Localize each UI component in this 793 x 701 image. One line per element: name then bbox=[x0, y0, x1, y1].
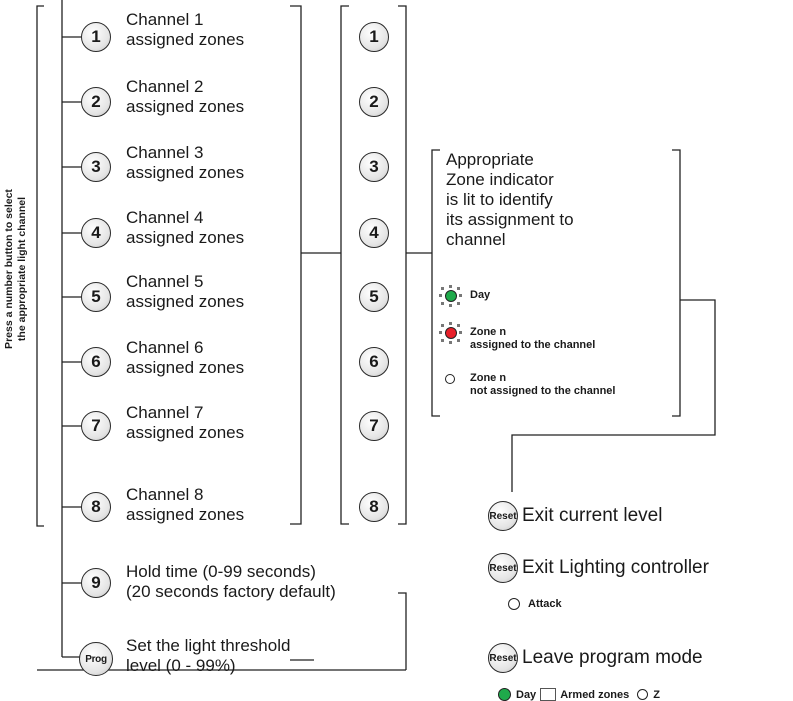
info-line-4: its assignment to bbox=[446, 210, 574, 229]
reset-button-3[interactable]: Reset bbox=[488, 643, 518, 673]
channel-6-label: Channel 6 assigned zones bbox=[126, 338, 244, 378]
instruction-line-1: Press a number button to select bbox=[3, 189, 15, 349]
reset-exit-level: Reset Exit current level bbox=[488, 501, 662, 531]
number-column-left-bracket bbox=[340, 5, 349, 525]
zone-4-button[interactable]: 4 bbox=[359, 218, 389, 248]
channel-4-subtitle: assigned zones bbox=[126, 228, 245, 247]
instruction-line-2: the appropriate light channel bbox=[16, 196, 28, 342]
info-left-bracket bbox=[431, 149, 440, 417]
reset-leave-program: Reset Leave program mode bbox=[488, 643, 703, 673]
zone-3-button[interactable]: 3 bbox=[359, 152, 389, 182]
channel-6-title: Channel 6 bbox=[126, 338, 204, 357]
channel-3-button[interactable]: 3 bbox=[81, 152, 111, 182]
legend-assigned-desc: assigned to the channel bbox=[470, 339, 596, 351]
threshold-label: Set the light threshold level (0 - 99%) bbox=[126, 636, 290, 676]
hold-time-label: Hold time (0-99 seconds) (20 seconds fac… bbox=[126, 562, 336, 602]
channel-2-title: Channel 2 bbox=[126, 77, 204, 96]
zone-indicator-info: Appropriate Zone indicator is lit to ide… bbox=[446, 150, 574, 250]
exit-lighting-controller-label: Exit Lighting controller bbox=[522, 557, 709, 578]
zone-2-button[interactable]: 2 bbox=[359, 87, 389, 117]
channel-3-label: Channel 3 assigned zones bbox=[126, 143, 244, 183]
channel-7-title: Channel 7 bbox=[126, 403, 204, 422]
bottom-day-label: Day bbox=[516, 688, 537, 701]
info-to-reset-line bbox=[511, 299, 716, 492]
channel-7-label: Channel 7 assigned zones bbox=[126, 403, 244, 443]
legend-zone-assigned: Zone n assigned to the channel bbox=[438, 322, 595, 352]
prog-button[interactable]: Prog bbox=[79, 642, 113, 676]
channel-2-button[interactable]: 2 bbox=[81, 87, 111, 117]
channel-4-title: Channel 4 bbox=[126, 208, 204, 227]
unlit-led-icon bbox=[438, 372, 464, 394]
channel-6-subtitle: assigned zones bbox=[126, 358, 245, 377]
hold-time-subtitle: (20 seconds factory default) bbox=[126, 582, 336, 601]
zone-7-button[interactable]: 7 bbox=[359, 411, 389, 441]
channel-1-button[interactable]: 1 bbox=[81, 22, 111, 52]
hold-time-button[interactable]: 9 bbox=[81, 568, 111, 598]
hold-time-title: Hold time (0-99 seconds) bbox=[126, 562, 316, 581]
info-line-5: channel bbox=[446, 230, 506, 249]
unlit-led-icon bbox=[637, 689, 649, 700]
channel-8-label: Channel 8 assigned zones bbox=[126, 485, 244, 525]
zone-6-button[interactable]: 6 bbox=[359, 347, 389, 377]
channel-7-button[interactable]: 7 bbox=[81, 411, 111, 441]
legend-day: Day bbox=[438, 285, 490, 307]
channel-8-title: Channel 8 bbox=[126, 485, 204, 504]
bottom-status-strip: Day Armed zones Z bbox=[498, 688, 660, 701]
threshold-subtitle: level (0 - 99%) bbox=[126, 656, 236, 675]
speaker-icon bbox=[540, 688, 557, 701]
channel-8-button[interactable]: 8 bbox=[81, 492, 111, 522]
info-right-bracket bbox=[672, 149, 681, 417]
left-bracket bbox=[36, 5, 44, 527]
legend-not-assigned-title: Zone n bbox=[470, 372, 507, 384]
channel-6-button[interactable]: 6 bbox=[81, 347, 111, 377]
reset-button-1[interactable]: Reset bbox=[488, 501, 518, 531]
channel-1-label: Channel 1 assigned zones bbox=[126, 10, 244, 50]
bottom-tail-label: Z bbox=[653, 688, 660, 701]
threshold-title: Set the light threshold bbox=[126, 636, 291, 655]
channel-5-title: Channel 5 bbox=[126, 272, 204, 291]
green-led-icon bbox=[438, 285, 464, 307]
info-line-2: Zone indicator bbox=[446, 170, 554, 189]
channel-5-button[interactable]: 5 bbox=[81, 282, 111, 312]
channel-8-subtitle: assigned zones bbox=[126, 505, 245, 524]
instruction-text: Press a number button to select the appr… bbox=[3, 119, 37, 419]
zone-5-button[interactable]: 5 bbox=[359, 282, 389, 312]
legend-assigned-title: Zone n bbox=[470, 326, 507, 338]
channel-5-label: Channel 5 assigned zones bbox=[126, 272, 244, 312]
channel-3-title: Channel 3 bbox=[126, 143, 204, 162]
channel-2-label: Channel 2 assigned zones bbox=[126, 77, 244, 117]
red-led-icon bbox=[438, 322, 464, 344]
info-line-3: is lit to identify bbox=[446, 190, 553, 209]
bottom-armed-label: Armed zones bbox=[560, 688, 630, 701]
attack-indicator: Attack bbox=[508, 598, 562, 610]
channel-2-subtitle: assigned zones bbox=[126, 97, 245, 116]
channel-4-button[interactable]: 4 bbox=[81, 218, 111, 248]
unlit-led-icon bbox=[508, 598, 520, 610]
channel-7-subtitle: assigned zones bbox=[126, 423, 245, 442]
channel-1-title: Channel 1 bbox=[126, 10, 204, 29]
green-led-icon bbox=[498, 688, 511, 701]
info-line-1: Appropriate bbox=[446, 150, 534, 169]
legend-day-label: Day bbox=[470, 289, 491, 301]
legend-not-assigned-desc: not assigned to the channel bbox=[470, 385, 616, 397]
attack-label: Attack bbox=[528, 598, 562, 610]
number-column-right-bracket bbox=[398, 5, 407, 525]
leave-program-mode-label: Leave program mode bbox=[522, 647, 703, 668]
channel-label-bracket bbox=[290, 5, 302, 525]
legend-zone-not-assigned: Zone n not assigned to the channel bbox=[438, 372, 615, 398]
channel-3-subtitle: assigned zones bbox=[126, 163, 245, 182]
reset-button-2[interactable]: Reset bbox=[488, 553, 518, 583]
zone-8-button[interactable]: 8 bbox=[359, 492, 389, 522]
channel-5-subtitle: assigned zones bbox=[126, 292, 245, 311]
zone-1-button[interactable]: 1 bbox=[359, 22, 389, 52]
reset-exit-controller: Reset Exit Lighting controller bbox=[488, 553, 709, 583]
channel-1-subtitle: assigned zones bbox=[126, 30, 245, 49]
exit-current-level-label: Exit current level bbox=[522, 505, 663, 526]
channel-4-label: Channel 4 assigned zones bbox=[126, 208, 244, 248]
